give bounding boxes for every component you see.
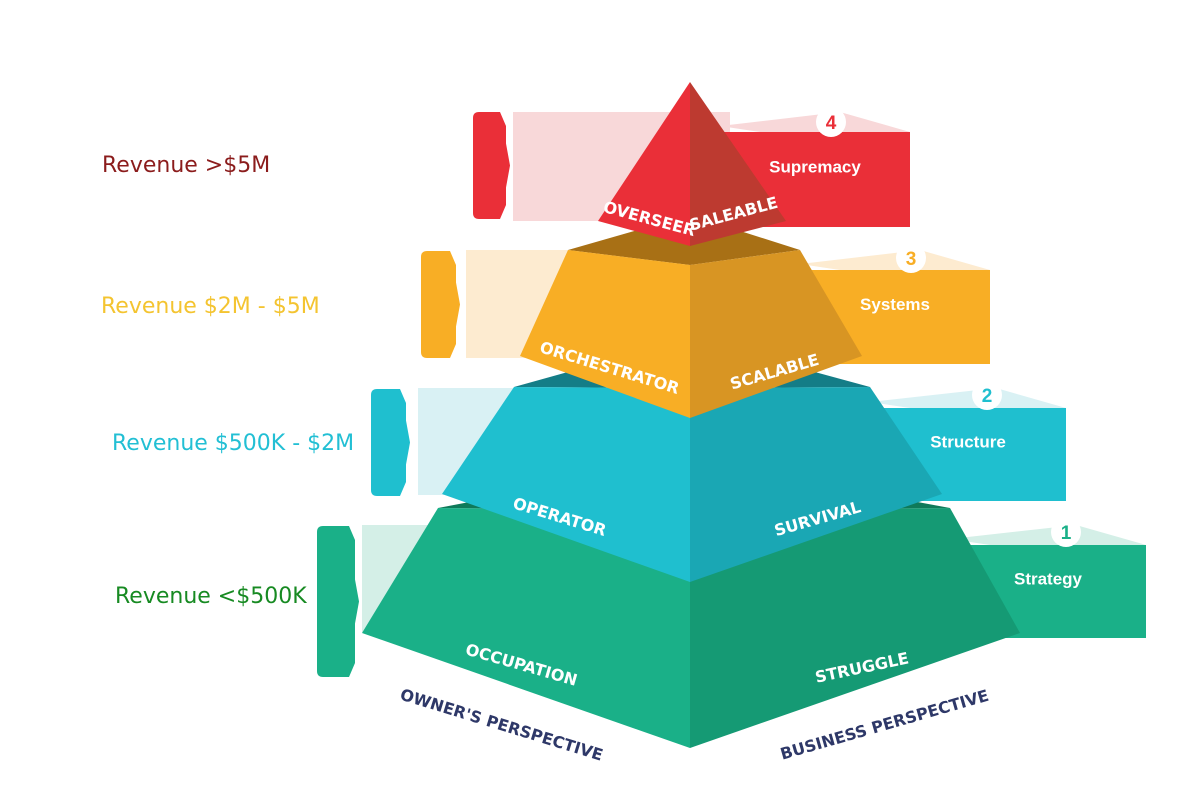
revenue-label-level-1: Revenue <$500K xyxy=(115,584,307,609)
revenue-label-level-3: Revenue $2M - $5M xyxy=(101,294,320,319)
level-number-4: 4 xyxy=(826,113,837,134)
revenue-label-level-4: Revenue >$5M xyxy=(102,153,271,178)
tier-left-face-4 xyxy=(598,82,690,246)
number-circle-level-3 xyxy=(896,243,926,273)
side-marker-level-3 xyxy=(421,251,460,358)
band-tab-top-level-2 xyxy=(870,388,1066,408)
tier-right-face-2 xyxy=(690,387,942,582)
side-marker-level-1 xyxy=(317,526,359,677)
side-marker-level-4 xyxy=(473,112,510,219)
tier-right-face-1 xyxy=(690,508,1020,748)
pyramid-tier-4 xyxy=(598,82,786,246)
band-tab-top-level-4 xyxy=(720,112,910,132)
tab-label-level-1: Strategy xyxy=(1014,570,1083,589)
tier-left-face-3 xyxy=(520,250,690,418)
level-number-1: 1 xyxy=(1061,523,1072,544)
tab-label-level-3: Systems xyxy=(860,295,930,314)
level-number-3: 3 xyxy=(906,249,917,270)
tier-right-face-4 xyxy=(690,82,786,246)
number-circle-level-1 xyxy=(1051,517,1081,547)
side-marker-level-2 xyxy=(371,389,410,496)
level-number-2: 2 xyxy=(982,386,993,407)
tab-label-level-2: Structure xyxy=(930,433,1006,452)
number-circle-level-2 xyxy=(972,380,1002,410)
tab-label-level-4: Supremacy xyxy=(769,158,861,177)
number-circle-level-4 xyxy=(816,107,846,137)
band-tab-top-level-3 xyxy=(800,250,990,270)
tier-left-face-1 xyxy=(362,508,690,748)
band-tab-top-level-1 xyxy=(950,525,1146,545)
revenue-label-level-2: Revenue $500K - $2M xyxy=(112,431,355,456)
tier-left-face-2 xyxy=(442,387,690,582)
tier-right-face-3 xyxy=(690,250,862,418)
